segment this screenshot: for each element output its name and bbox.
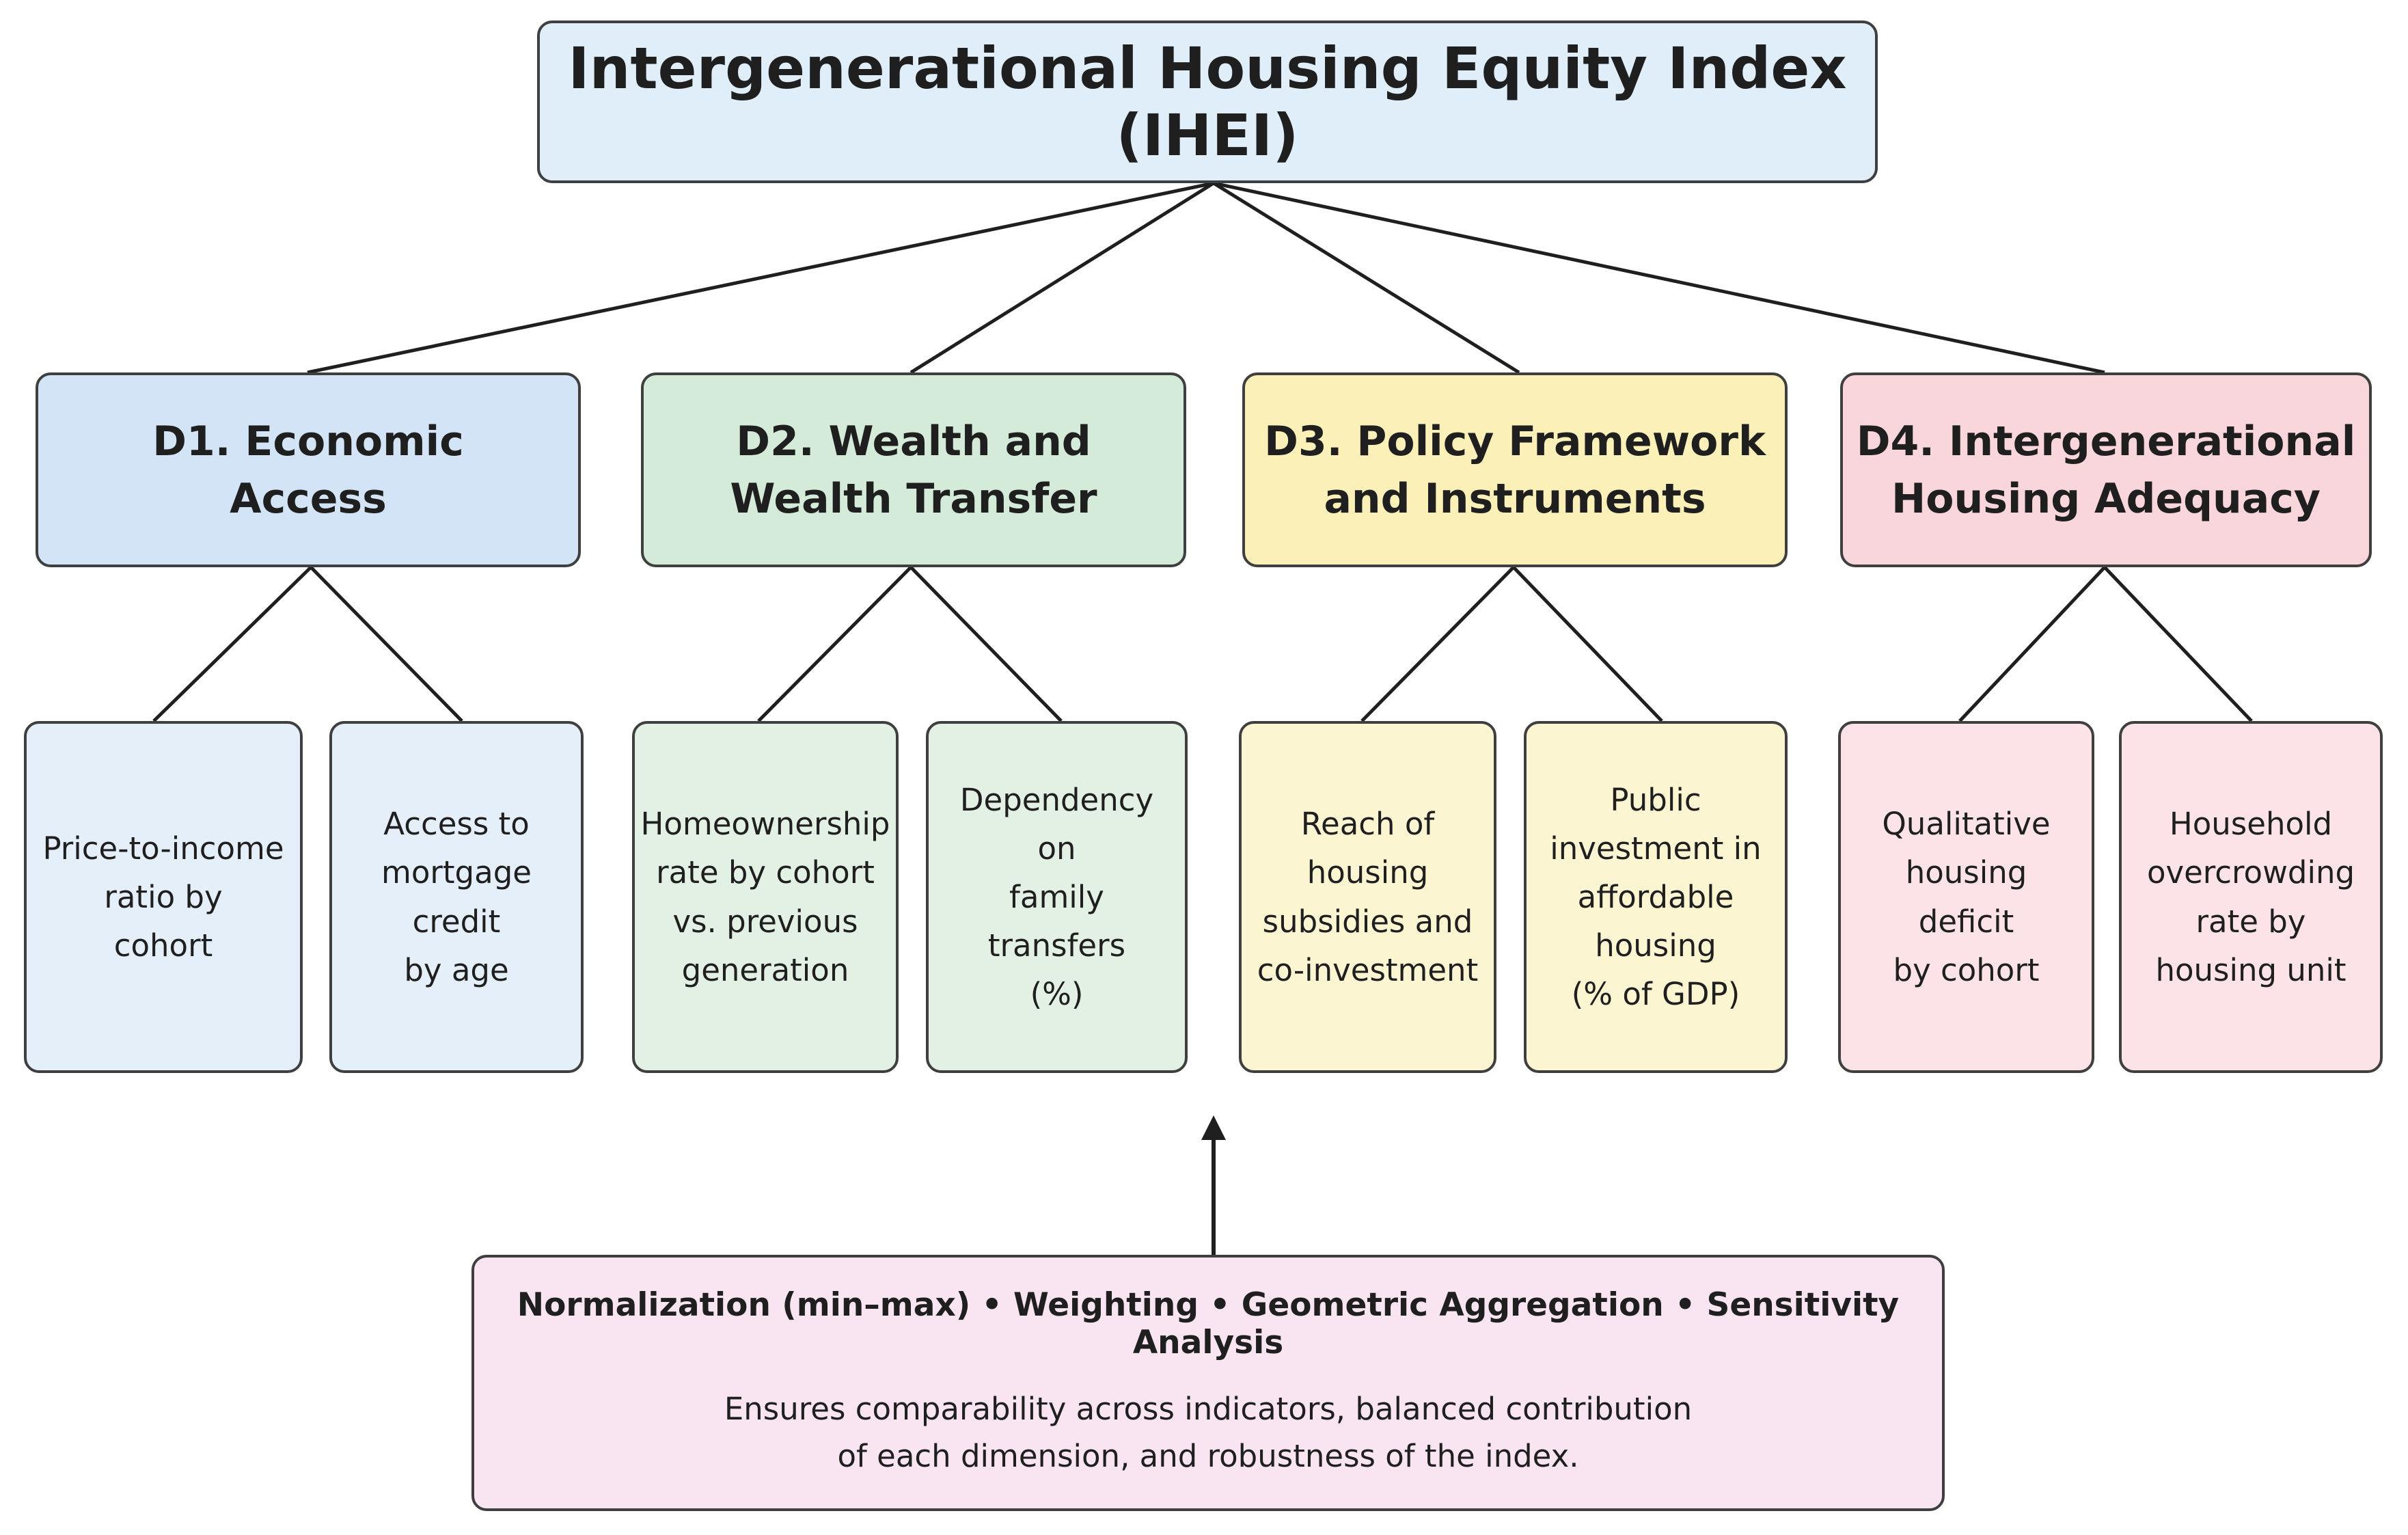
connector-title-d1 bbox=[307, 181, 1214, 375]
connector-title-d3 bbox=[1212, 181, 1520, 375]
indicator-overcrowding-rate: Household overcrowding rate by housing u… bbox=[2119, 721, 2383, 1073]
connector-d4-ind2 bbox=[2103, 566, 2253, 722]
indicator-mortgage-credit: Access to mortgage credit by age bbox=[329, 721, 584, 1073]
indicator-homeownership-rate: Homeownership rate by cohort vs. previou… bbox=[632, 721, 899, 1073]
connector-title-d2 bbox=[909, 181, 1215, 375]
connector-d3-ind1 bbox=[1360, 566, 1515, 722]
dimension-d1-economic-access: D1. Economic Access bbox=[36, 372, 581, 567]
indicator-family-transfers: Dependency on family transfers (%) bbox=[926, 721, 1188, 1073]
connector-title-d4 bbox=[1213, 181, 2105, 375]
connector-d4-ind1 bbox=[1958, 566, 2106, 722]
connector-d1-ind2 bbox=[310, 566, 463, 722]
connector-d2-ind1 bbox=[757, 566, 912, 722]
connector-d2-ind2 bbox=[909, 566, 1063, 722]
dimension-d3-policy-framework: D3. Policy Framework and Instruments bbox=[1242, 372, 1788, 567]
connector-d1-ind1 bbox=[152, 566, 312, 722]
indicator-price-to-income: Price-to-income ratio by cohort bbox=[24, 721, 303, 1073]
indicator-housing-deficit: Qualitative housing deficit by cohort bbox=[1838, 721, 2094, 1073]
dimension-d2-wealth-transfer: D2. Wealth and Wealth Transfer bbox=[641, 372, 1186, 567]
dimension-d4-housing-adequacy: D4. Intergenerational Housing Adequacy bbox=[1840, 372, 2372, 567]
methodology-description: Ensures comparability across indicators,… bbox=[724, 1391, 1693, 1474]
methodology-box: Normalization (min–max) • Weighting • Ge… bbox=[471, 1255, 1945, 1511]
index-title: Intergenerational Housing Equity Index (… bbox=[537, 21, 1878, 183]
connector-d3-ind2 bbox=[1512, 566, 1663, 722]
indicator-housing-subsidies: Reach of housing subsidies and co-invest… bbox=[1239, 721, 1496, 1073]
methodology-title: Normalization (min–max) • Weighting • Ge… bbox=[517, 1286, 1900, 1362]
indicator-public-investment: Public investment in affordable housing … bbox=[1524, 721, 1788, 1073]
